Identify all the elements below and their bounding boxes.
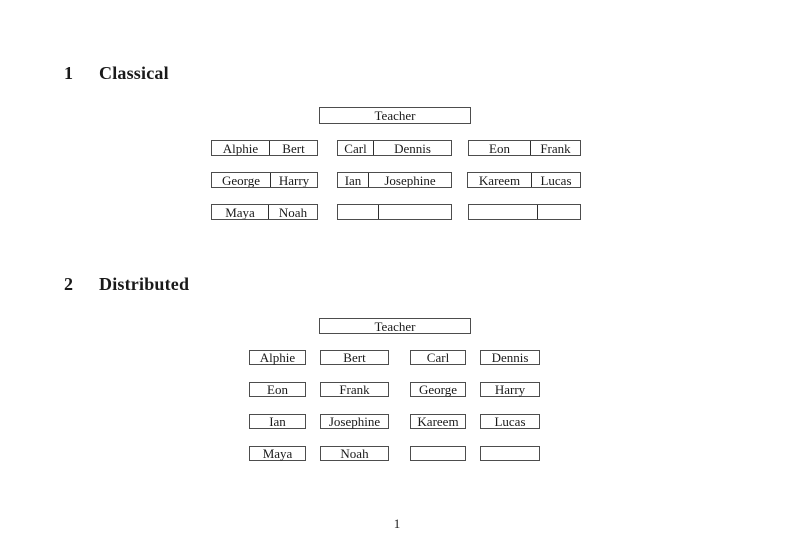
seat-cell: Noah — [340, 446, 369, 461]
section-number: 1 — [64, 63, 74, 83]
seat-cell: Lucas — [494, 414, 526, 429]
seat-cell: Josephine — [328, 414, 381, 429]
desk-empty — [337, 204, 452, 220]
seat-cell: Ian — [338, 173, 369, 187]
desk: George Harry — [211, 172, 318, 188]
seat-cell-empty — [338, 205, 379, 219]
seat-cell-empty — [469, 205, 538, 219]
seat-cell: Dennis — [394, 141, 431, 155]
desk: Maya Noah — [211, 204, 318, 220]
seat-cell: Kareem — [468, 173, 532, 187]
seat-cell: Bert — [343, 350, 366, 365]
desk: Carl Dennis — [337, 140, 452, 156]
teacher-box: Teacher — [319, 318, 471, 334]
desk: Maya — [249, 446, 306, 461]
teacher-box: Teacher — [319, 107, 471, 124]
seat-cell: Alphie — [259, 350, 296, 365]
desk: Bert — [320, 350, 389, 365]
section-title: Distributed — [99, 274, 190, 294]
desk: Noah — [320, 446, 389, 461]
desk: Carl — [410, 350, 466, 365]
desk: Frank — [320, 382, 389, 397]
desk-empty — [410, 446, 466, 461]
section-title: Classical — [99, 63, 169, 83]
page-number: 1 — [393, 516, 401, 531]
seat-cell: Lucas — [540, 173, 572, 187]
desk: Kareem Lucas — [467, 172, 581, 188]
desk: George — [410, 382, 466, 397]
seat-cell: Carl — [338, 141, 374, 155]
teacher-label: Teacher — [374, 108, 416, 123]
section-heading-distributed: 2 Distributed — [64, 274, 189, 295]
seat-cell: Noah — [278, 205, 308, 219]
desk-empty — [480, 446, 540, 461]
section-heading-classical: 1 Classical — [64, 63, 169, 84]
desk: Ian Josephine — [337, 172, 452, 188]
seat-cell: Alphie — [212, 141, 270, 155]
desk: Alphie Bert — [211, 140, 318, 156]
seat-cell: George — [212, 173, 271, 187]
seat-cell: Frank — [540, 141, 571, 155]
seat-cell: Josephine — [384, 173, 436, 187]
seat-cell: Harry — [278, 173, 310, 187]
desk: Dennis — [480, 350, 540, 365]
seat-cell: Maya — [212, 205, 269, 219]
desk: Kareem — [410, 414, 466, 429]
seat-cell: Kareem — [417, 414, 459, 429]
desk-empty — [468, 204, 581, 220]
seat-cell: Carl — [426, 350, 450, 365]
seat-cell-empty — [379, 205, 451, 219]
desk: Eon Frank — [468, 140, 581, 156]
seat-cell: Harry — [494, 382, 526, 397]
seat-cell: Eon — [267, 382, 288, 397]
seat-cell: Maya — [262, 446, 293, 461]
desk: Josephine — [320, 414, 389, 429]
seat-cell: Frank — [339, 382, 370, 397]
seat-cell: Eon — [469, 141, 531, 155]
desk: Ian — [249, 414, 306, 429]
seat-cell-empty — [538, 205, 580, 219]
section-number: 2 — [64, 274, 74, 294]
teacher-label: Teacher — [374, 318, 416, 334]
desk: Harry — [480, 382, 540, 397]
desk: Lucas — [480, 414, 540, 429]
desk: Eon — [249, 382, 306, 397]
seat-cell: George — [418, 382, 458, 397]
seat-cell: Bert — [282, 141, 305, 155]
desk: Alphie — [249, 350, 306, 365]
seat-cell: Ian — [269, 414, 286, 429]
seat-cell: Dennis — [491, 350, 529, 365]
